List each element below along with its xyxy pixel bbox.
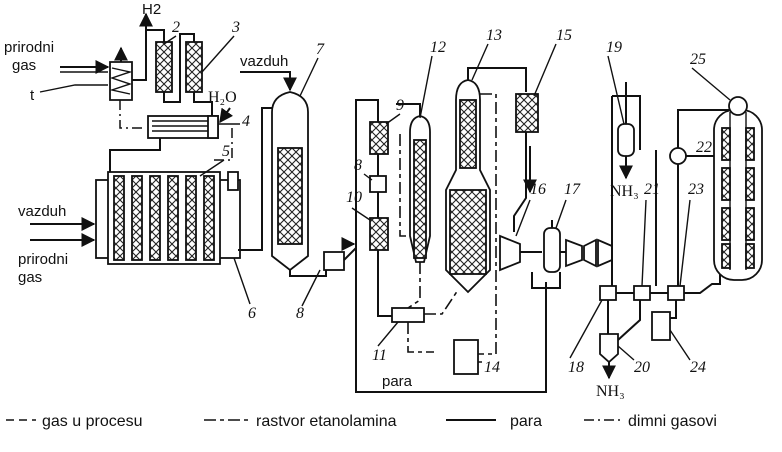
compressor-loop: [531, 272, 561, 289]
synthesis-line: [616, 274, 721, 294]
num-15: 15: [556, 27, 572, 44]
synthesis-column-25: [713, 96, 763, 281]
label-h2o: H₂O: [208, 89, 237, 106]
num-2: 2: [172, 19, 180, 36]
steam-line-para: [355, 248, 547, 393]
num-16: 16: [530, 181, 546, 198]
solution-line-12: [399, 134, 410, 237]
shift-converter-9: [369, 121, 389, 155]
separator-19: [617, 82, 635, 180]
num-5: 5: [222, 143, 230, 160]
h2o-inlet: [219, 107, 234, 124]
absorber-12: [409, 115, 431, 263]
22-top: [677, 109, 730, 148]
num-18: 18: [568, 359, 584, 376]
num-14: 14: [484, 359, 500, 376]
label-h2: H2: [142, 1, 161, 18]
num-19: 19: [606, 39, 622, 56]
num-10: 10: [346, 189, 362, 206]
compressor-16: [499, 234, 521, 272]
7-to-8: [289, 268, 327, 277]
label-prirodni-gas-left-1: prirodni: [18, 251, 68, 268]
12-to-11: [407, 262, 421, 309]
19-return: [612, 95, 641, 150]
num-9: 9: [396, 97, 404, 114]
exchanger-21: [633, 285, 651, 301]
cooler-18: [599, 285, 617, 301]
21-to-20: [617, 300, 641, 341]
legend: gas u procesu rastvor etanolamina para d…: [6, 413, 717, 430]
label-prirodni-gas-top-2: gas: [12, 57, 36, 74]
11-to-14: [407, 322, 434, 353]
waste-heat-boiler-8: [323, 251, 345, 271]
methanator-15: [515, 93, 539, 133]
num-22: 22: [696, 139, 712, 156]
separator-17: [543, 220, 561, 273]
13-reflux: [476, 93, 497, 355]
label-para: para: [382, 373, 413, 390]
num-24: 24: [690, 359, 706, 376]
heat-exchanger-22: [669, 147, 687, 165]
10-to-11: [377, 250, 394, 317]
num-13: 13: [486, 27, 502, 44]
compressor-stage-c: [597, 238, 613, 268]
num-25: 25: [690, 51, 706, 68]
exchanger-to-reformer: [109, 138, 161, 172]
reboiler-14: [453, 339, 479, 375]
num-17: 17: [564, 181, 581, 198]
label-prirodni-gas-top-1: prirodni: [4, 39, 54, 56]
23-to-24: [670, 300, 677, 319]
heat-exchanger-4: [147, 115, 219, 139]
label-nh3-bottom: NH₃: [596, 383, 625, 400]
8-to-9: [343, 99, 379, 261]
solution-exchanger-11: [391, 307, 425, 323]
compressor-stage-b: [583, 238, 597, 268]
exchanger-23: [667, 285, 685, 301]
shift-converter-10: [369, 217, 389, 251]
15-to-16: [513, 132, 527, 232]
separator-20: [599, 333, 619, 380]
num-12: 12: [430, 39, 446, 56]
desulf-to-exchanger: [193, 92, 213, 118]
primary-reformer: [95, 171, 241, 265]
label-vazduh-left: vazduh: [18, 203, 66, 220]
num-3: 3: [231, 19, 240, 36]
13-to-15: [467, 67, 527, 92]
12-top: [396, 103, 421, 116]
regenerator-13: [445, 79, 491, 294]
num-7: 7: [316, 41, 325, 58]
feed-heater: [109, 46, 133, 101]
num-8b: 8: [354, 157, 362, 174]
flue-gas-line-right: [214, 128, 233, 161]
num-23: 23: [688, 181, 704, 198]
num-21: 21: [644, 181, 660, 198]
num-11: 11: [372, 347, 387, 364]
num-6: 6: [248, 305, 256, 322]
legend-text-solution: rastvor etanolamina: [256, 413, 397, 430]
secondary-reformer-7: [271, 91, 309, 272]
vazduh-inlet-7: [240, 71, 297, 92]
11-to-13: [424, 289, 459, 315]
t-pointer: [39, 84, 108, 93]
label-vazduh-top: vazduh: [240, 53, 288, 70]
label-nh3-mid: NH₃: [610, 183, 639, 200]
legend-text-steam: para: [510, 413, 542, 430]
label-prirodni-gas-left-2: gas: [18, 269, 42, 286]
circulation-pump-24: [651, 311, 671, 341]
compressor-stage-a: [565, 238, 583, 268]
num-20: 20: [634, 359, 650, 376]
legend-text-flue: dimni gasovi: [628, 413, 717, 430]
num-4: 4: [242, 113, 250, 130]
desulfurizer-2: [132, 29, 173, 93]
flue-gas-line-left: [119, 100, 146, 129]
num-8a: 8: [296, 305, 304, 322]
cooler-8-upper: [369, 175, 387, 193]
leader-lines: [163, 35, 731, 363]
desulfurizer-3: [163, 33, 203, 103]
legend-text-gas: gas u procesu: [42, 413, 143, 430]
label-t: t: [30, 87, 35, 104]
